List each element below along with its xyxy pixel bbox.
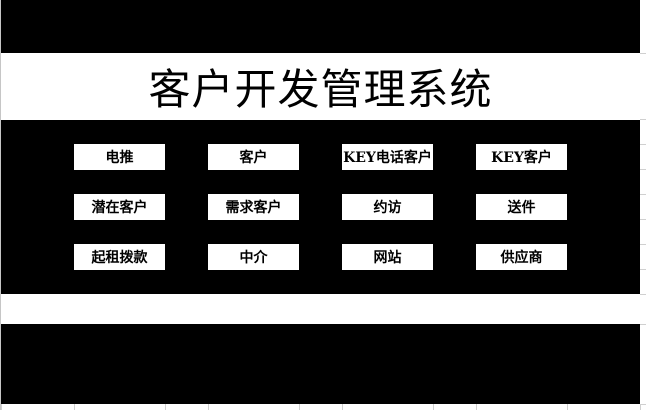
button-appointment[interactable]: 约访: [342, 194, 433, 220]
column-gridline: [342, 404, 343, 410]
button-agent[interactable]: 中介: [208, 244, 299, 270]
header-black-band: [1, 0, 640, 53]
row-gridline: [640, 324, 646, 325]
button-potential-customer[interactable]: 潜在客户: [74, 194, 165, 220]
column-gridline: [476, 404, 477, 410]
column-gridline: [165, 404, 166, 410]
button-key-phone-customer[interactable]: KEY电话客户: [342, 144, 433, 170]
page-title: 客户开发管理系统: [148, 65, 493, 114]
row-gridline: [640, 219, 646, 220]
row-gridline: [640, 244, 646, 245]
row-gridline: [640, 53, 646, 54]
column-gridline: [208, 404, 209, 410]
button-supplier[interactable]: 供应商: [476, 244, 567, 270]
row-gridline: [640, 194, 646, 195]
button-website[interactable]: 网站: [342, 244, 433, 270]
footer-black-band: [1, 324, 640, 404]
column-gridline: [567, 404, 568, 410]
button-dian-tui[interactable]: 电推: [74, 144, 165, 170]
column-gridline: [299, 404, 300, 410]
button-lease-disbursement[interactable]: 起租拨款: [74, 244, 165, 270]
row-gridline: [640, 294, 646, 295]
row-gridline: [640, 269, 646, 270]
row-gridline: [640, 119, 646, 120]
column-gridline: [74, 404, 75, 410]
button-demand-customer[interactable]: 需求客户: [208, 194, 299, 220]
row-gridline: [640, 169, 646, 170]
column-gridline: [433, 404, 434, 410]
row-gridline: [640, 144, 646, 145]
column-gridline: [640, 404, 641, 410]
button-delivery[interactable]: 送件: [476, 194, 567, 220]
button-key-customer[interactable]: KEY客户: [476, 144, 567, 170]
row-gridline: [640, 404, 646, 405]
button-ke-hu[interactable]: 客户: [208, 144, 299, 170]
column-gridline: [1, 404, 2, 410]
